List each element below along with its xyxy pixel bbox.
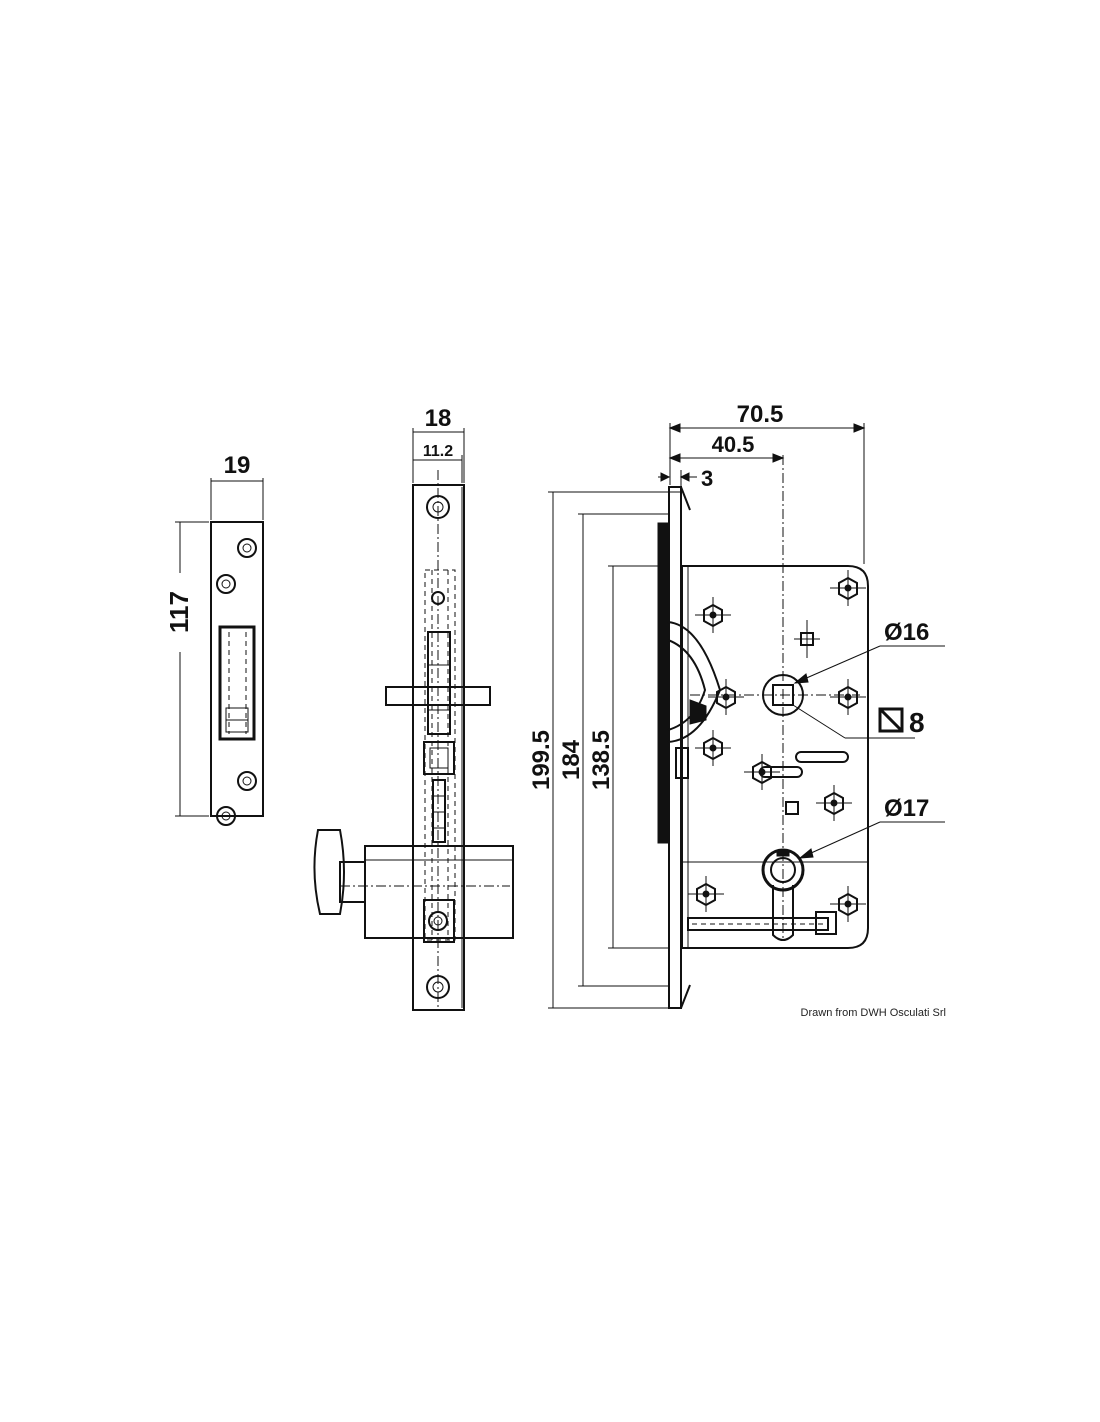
leader-spindle-square xyxy=(792,704,846,739)
strike-screw-hole xyxy=(216,806,236,826)
case-screw xyxy=(695,597,731,633)
svg-text:138.5: 138.5 xyxy=(588,730,615,790)
faceplate-hatch xyxy=(657,522,669,844)
guide-slot xyxy=(795,751,849,763)
svg-text:40.5: 40.5 xyxy=(712,432,755,457)
dim-strike-width: 19 xyxy=(210,452,264,520)
strike-screw-hole xyxy=(216,574,236,594)
dim-faceplate-width: 18 xyxy=(412,405,465,483)
callout-spindle-square: 8 xyxy=(909,707,925,738)
square-diagonal-icon xyxy=(878,707,904,733)
case-screw xyxy=(816,785,852,821)
case-screw xyxy=(695,730,731,766)
svg-text:117: 117 xyxy=(164,591,194,633)
dim-faceplate-height: 184 xyxy=(558,513,668,987)
svg-text:3: 3 xyxy=(701,466,713,491)
case-screw xyxy=(708,679,744,715)
svg-text:70.5: 70.5 xyxy=(737,401,784,428)
thumb-turn-knob xyxy=(313,829,345,915)
case-screw xyxy=(830,679,866,715)
svg-text:184: 184 xyxy=(558,739,585,780)
dim-backset-inner: 11.2 xyxy=(413,443,463,483)
small-square-pin xyxy=(785,801,799,815)
cylinder-keyhole xyxy=(761,848,805,941)
svg-text:19: 19 xyxy=(224,452,251,479)
dim-faceplate-thickness: 3 xyxy=(658,466,713,491)
svg-text:199.5: 199.5 xyxy=(528,730,555,790)
case-screw xyxy=(688,876,724,912)
strike-plate-outline xyxy=(210,521,264,817)
svg-text:11.2: 11.2 xyxy=(423,443,453,460)
leader-spindle-hole xyxy=(794,645,881,684)
strike-screw-hole xyxy=(237,538,257,558)
case-screw xyxy=(830,886,866,922)
lock-case-side-view xyxy=(657,455,945,1009)
svg-text:18: 18 xyxy=(425,405,452,432)
bottom-rod xyxy=(687,917,829,931)
dim-total-width: 70.5 xyxy=(668,401,866,564)
drawing-credit: Drawn from DWH Osculati Srl xyxy=(801,1007,946,1019)
strike-latch-opening xyxy=(218,625,256,741)
dim-overall-height: 199.5 xyxy=(528,491,680,1009)
callout-cylinder-hole: Ø17 xyxy=(884,795,929,822)
strike-screw-hole xyxy=(237,771,257,791)
dim-case-height: 138.5 xyxy=(588,565,668,949)
dim-strike-height: 117 xyxy=(164,521,209,817)
latch-bolt-curve xyxy=(667,621,722,743)
dim-spindle-offset: 40.5 xyxy=(668,432,785,463)
leader-cylinder-hole xyxy=(799,821,881,859)
case-screw xyxy=(744,754,780,790)
faceplate-front-view: 18 11.2 xyxy=(313,405,514,1011)
lock-case-outline xyxy=(681,565,869,949)
case-screw xyxy=(830,570,866,606)
strike-plate-view: 19 117 xyxy=(164,452,264,826)
callout-spindle-hole: Ø16 xyxy=(884,619,929,646)
